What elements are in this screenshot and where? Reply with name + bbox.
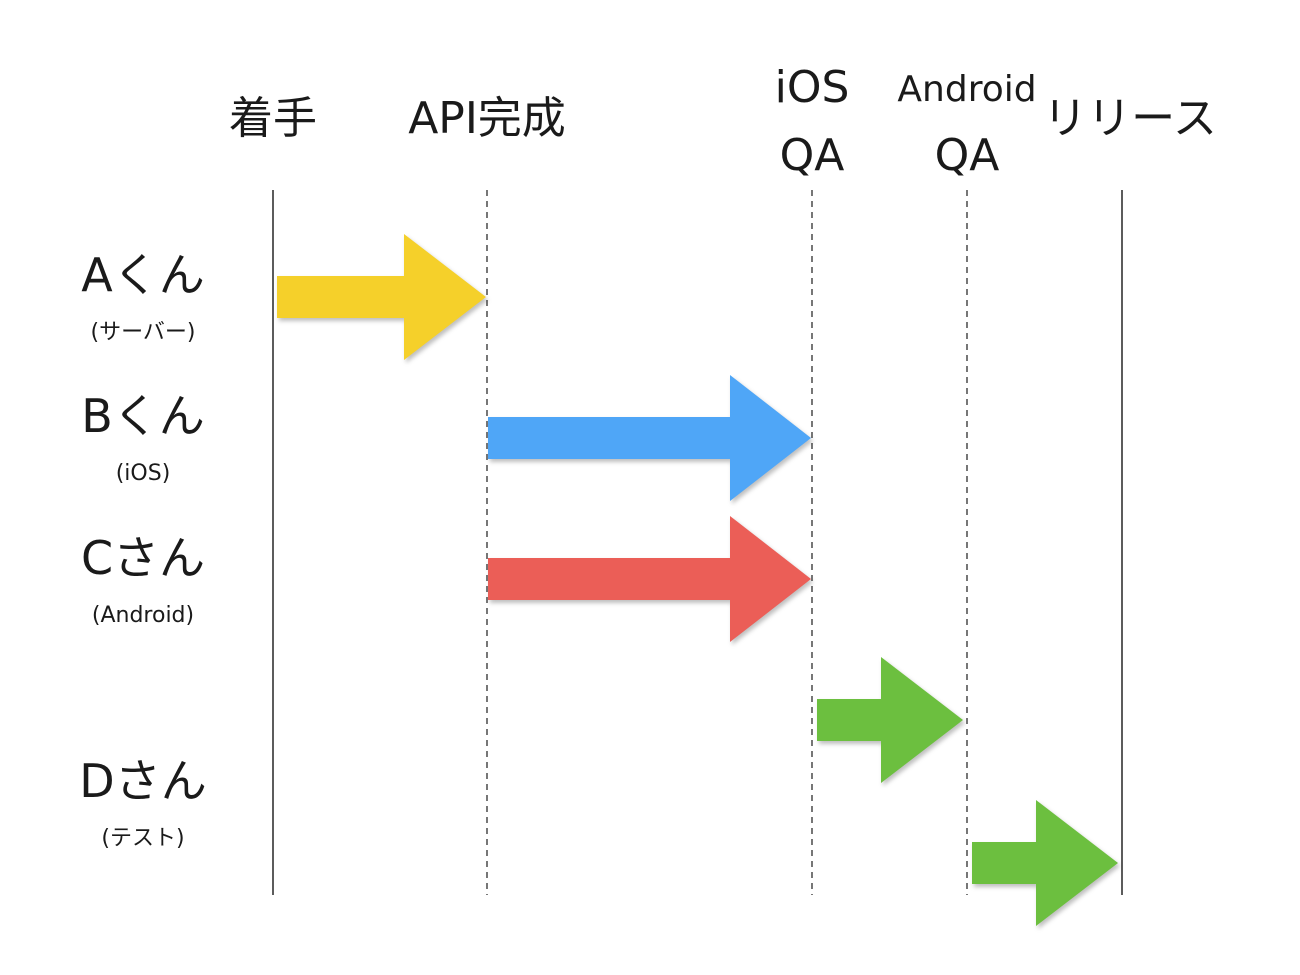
arrow-android-dev xyxy=(488,516,811,642)
milestone-label-android-line1: Android xyxy=(897,69,1036,110)
arrow-server-api xyxy=(277,234,486,360)
milestone-label-ios-line1: iOS xyxy=(775,62,850,113)
task-arrows xyxy=(277,234,1118,926)
milestone-label-release: リリース xyxy=(1043,93,1217,144)
milestone-label-ios-line2: QA xyxy=(780,130,845,181)
person-role-c: (Android) xyxy=(92,603,194,628)
milestone-label-api: API完成 xyxy=(408,93,566,144)
milestone-label-android-line2: QA xyxy=(935,130,1000,181)
person-name-b: Bくん xyxy=(81,389,205,443)
arrow-android-test xyxy=(972,800,1118,926)
person-role-a: (サーバー) xyxy=(91,320,196,345)
person-name-d: Dさん xyxy=(79,754,206,808)
person-role-d: (テスト) xyxy=(101,826,184,851)
arrow-ios-dev xyxy=(488,375,811,501)
milestone-lines xyxy=(272,190,1123,895)
person-name-c: Cさん xyxy=(81,531,205,585)
person-role-b: (iOS) xyxy=(116,461,171,486)
milestone-label-start: 着手 xyxy=(229,93,317,144)
arrow-ios-test xyxy=(817,657,963,783)
milestone-headers: 着手 API完成 iOS QA Android QA リリース xyxy=(229,62,1217,181)
person-name-a: Aくん xyxy=(81,248,204,302)
people-labels: Aくん (サーバー) Bくん (iOS) Cさん (Android) Dさん (… xyxy=(79,248,206,851)
